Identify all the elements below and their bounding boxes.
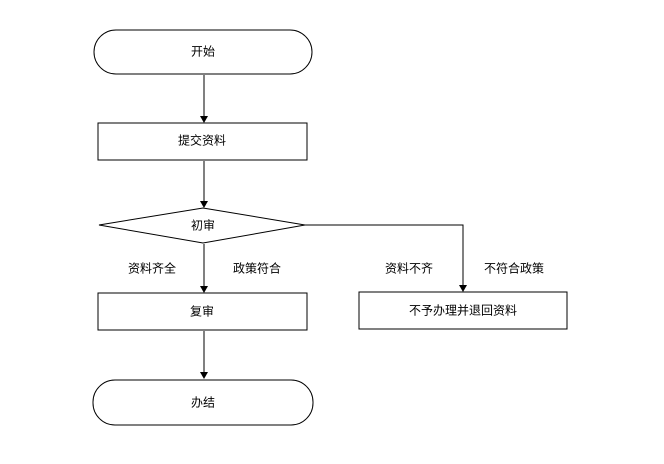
- submit-node-label: 提交资料: [178, 133, 226, 148]
- fail-condition-left-label: 资料不齐: [385, 261, 433, 276]
- finish-node: [92, 379, 314, 426]
- initial-review-label: 初审: [191, 218, 215, 233]
- start-node-label: 开始: [191, 45, 215, 59]
- submit-node: [97, 122, 308, 161]
- arrow-reject: [459, 285, 467, 292]
- arrow-initial-review: [200, 201, 208, 208]
- reject-node: [358, 291, 568, 330]
- pass-condition-right-label: 政策符合: [233, 261, 281, 276]
- edge-review-to-reject: [305, 224, 464, 285]
- initial-review-decision: [98, 207, 306, 244]
- start-node: [93, 29, 313, 75]
- arrow-finish: [200, 372, 208, 379]
- second-review-label: 复审: [190, 304, 214, 319]
- fail-condition-right-label: 不符合政策: [484, 261, 544, 276]
- reject-node-label: 不予办理并退回资料: [409, 303, 517, 318]
- pass-condition-left-label: 资料齐全: [128, 261, 176, 276]
- arrow-second-review: [200, 286, 208, 293]
- second-review-node: [97, 292, 308, 331]
- finish-node-label: 办结: [191, 395, 215, 410]
- arrow-submit: [200, 116, 208, 123]
